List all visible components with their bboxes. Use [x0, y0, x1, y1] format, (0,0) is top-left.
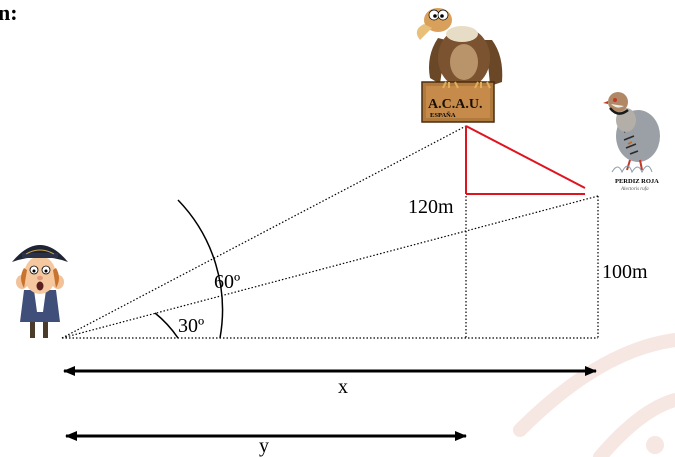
distance-label-x: x: [338, 376, 348, 398]
vulture-sign-text: A.C.A.U.: [428, 97, 482, 112]
angle-arc-30: [154, 312, 179, 339]
pirate-character-icon: [12, 245, 68, 338]
height-label-vulture: 120m: [408, 196, 454, 218]
sight-line-partridge: [61, 195, 599, 339]
watermark: [513, 333, 675, 457]
height-label-partridge: 100m: [602, 261, 648, 283]
angle-arc-60: [177, 199, 224, 339]
partridge-icon: PERDIZ ROJA Alectoris rufa: [603, 92, 660, 192]
distance-label-y: y: [259, 435, 269, 457]
angle-label-30: 30º: [178, 315, 204, 337]
partridge-caption: PERDIZ ROJA: [615, 178, 659, 185]
vulture-icon: A.C.A.U. ESPAÑA: [416, 8, 503, 123]
angle-label-60: 60º: [214, 271, 240, 293]
partridge-caption-small: Alectoris rufa: [620, 187, 649, 192]
red-triangle: [465, 125, 586, 195]
vulture-sign-small: ESPAÑA: [430, 111, 456, 119]
header-fragment: n:: [0, 0, 18, 25]
sight-line-vulture: [61, 125, 467, 339]
